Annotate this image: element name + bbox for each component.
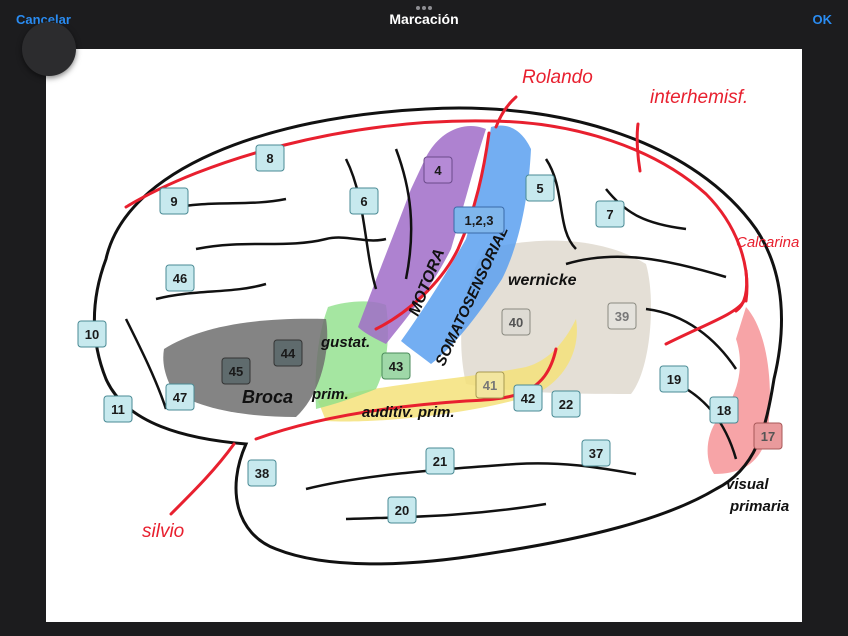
brain-diagram: Rolando interhemisf. Calcarina silvio MO… [77,67,799,566]
visual-label: visual [726,476,769,493]
area-label: 44 [281,346,296,361]
area-marker: 8 [255,144,285,172]
rolando-label: Rolando [522,67,593,88]
area-marker: 21 [425,447,455,475]
area-marker: 40 [501,308,531,336]
motor-region [358,126,486,344]
wernicke-region [461,240,651,394]
area-marker: 6 [349,187,379,215]
area-marker: 9 [159,187,189,215]
area-label: 19 [667,372,681,387]
calcarina-label: Calcarina [736,234,799,251]
brodmann-markers: 8 9 6 4 5 7 1,2,3 46 10 44 45 43 40 39 1… [77,144,783,524]
area-marker: 37 [581,439,611,467]
wernicke-label: wernicke [508,272,577,289]
area-label: 5 [536,181,543,196]
area-label: 1,2,3 [465,213,494,228]
area-marker: 20 [387,496,417,524]
area-marker: 47 [165,383,195,411]
sulci-lines [124,148,738,521]
interhemisf-label: interhemisf. [650,87,748,108]
area-label: 43 [389,359,403,374]
area-marker: 18 [709,396,739,424]
auditiv-label: auditiv. prim. [362,404,455,421]
grabber-handle[interactable] [416,6,432,10]
area-label: 40 [509,315,523,330]
area-label: 6 [360,194,367,209]
area-label: 45 [229,364,243,379]
prim-label: prim. [311,386,349,403]
area-marker: 5 [525,174,555,202]
area-label: 41 [483,378,497,393]
sensory-region [401,125,531,365]
area-label: 37 [589,446,603,461]
area-marker: 11 [103,395,133,423]
area-label: 46 [173,271,187,286]
area-marker: 46 [165,264,195,292]
markup-tool-button[interactable] [22,22,76,76]
red-annotation-lines [124,95,749,516]
area-label: 10 [85,327,99,342]
area-marker: 7 [595,200,625,228]
brain-outline [92,106,783,566]
area-marker: 43 [381,352,411,380]
area-marker: 22 [551,390,581,418]
area-label: 38 [255,466,269,481]
ok-button[interactable]: OK [812,12,833,27]
area-label: 42 [521,391,535,406]
area-marker: 44 [273,339,303,367]
top-toolbar: Cancelar Marcación OK [0,0,848,40]
area-label: 7 [606,207,613,222]
area-marker: 17 [753,422,783,450]
page-title: Marcación [389,11,459,27]
area-label: 11 [111,402,125,417]
area-marker: 1,2,3 [453,206,505,234]
area-marker: 19 [659,365,689,393]
area-label: 18 [717,403,731,418]
area-label: 21 [433,454,447,469]
primaria-label: primaria [729,498,789,515]
area-marker: 10 [77,320,107,348]
area-label: 9 [170,194,177,209]
area-marker: 45 [221,357,251,385]
area-label: 39 [615,309,629,324]
area-marker: 41 [475,371,505,399]
area-label: 17 [761,429,775,444]
area-marker: 4 [423,156,453,184]
area-label: 8 [266,151,273,166]
area-marker: 38 [247,459,277,487]
area-label: 20 [395,503,409,518]
area-marker: 42 [513,384,543,412]
gustat-label: gustat. [320,334,370,351]
broca-label: Broca [242,387,293,407]
area-label: 47 [173,390,187,405]
area-label: 4 [434,163,442,178]
area-marker: 39 [607,302,637,330]
area-label: 22 [559,397,573,412]
silvio-label: silvio [142,521,184,542]
markup-canvas[interactable]: Rolando interhemisf. Calcarina silvio MO… [46,49,802,622]
